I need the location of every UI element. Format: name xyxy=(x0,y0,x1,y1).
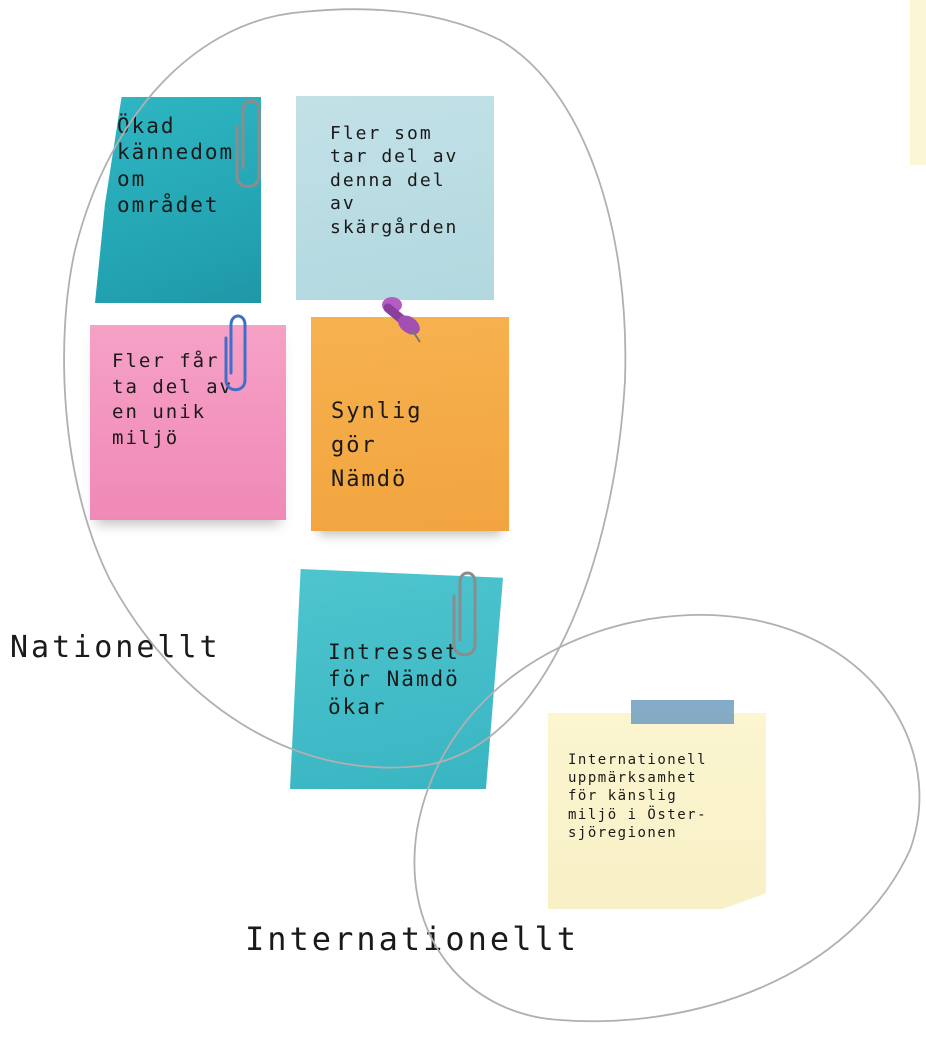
sticky-note-lightblue-participation: Fler som tar del av denna del av skärgår… xyxy=(296,96,494,300)
sticky-note-pink-environment: Fler får ta del av en unik miljö xyxy=(90,325,286,520)
national-region-outline xyxy=(63,8,627,769)
note-text-visibility: Synlig gör Nämdö xyxy=(331,399,423,493)
pushpin-icon xyxy=(382,297,421,343)
note-text-interest: Intresset för Nämdö ökar xyxy=(328,640,460,719)
note-text-participation: Fler som tar del av denna del av skärgår… xyxy=(330,123,459,238)
tape-icon xyxy=(631,700,734,724)
paperclip-icon xyxy=(235,99,261,188)
international-region-outline xyxy=(413,614,921,1023)
paperclip-icon xyxy=(452,571,477,657)
sticky-note-orange-visibility: Synlig gör Nämdö xyxy=(311,317,509,531)
paperclip-icon xyxy=(224,314,247,392)
sticky-note-teal-awareness: Ökad kännedom om området xyxy=(95,97,261,303)
sticky-note-yellow-partial xyxy=(910,0,926,165)
note-text-environment: Fler får ta del av en unik miljö xyxy=(112,350,233,449)
sticky-note-yellow-international: Internationell uppmärksamhet för känslig… xyxy=(548,713,766,909)
sticky-note-teal-interest: Intresset för Nämdö ökar xyxy=(290,569,503,789)
label-national: Nationellt xyxy=(10,630,221,665)
note-text-international: Internationell uppmärksamhet för känslig… xyxy=(568,752,708,841)
label-international: Internationellt xyxy=(245,920,579,958)
note-text-awareness: Ökad kännedom om området xyxy=(117,114,235,217)
